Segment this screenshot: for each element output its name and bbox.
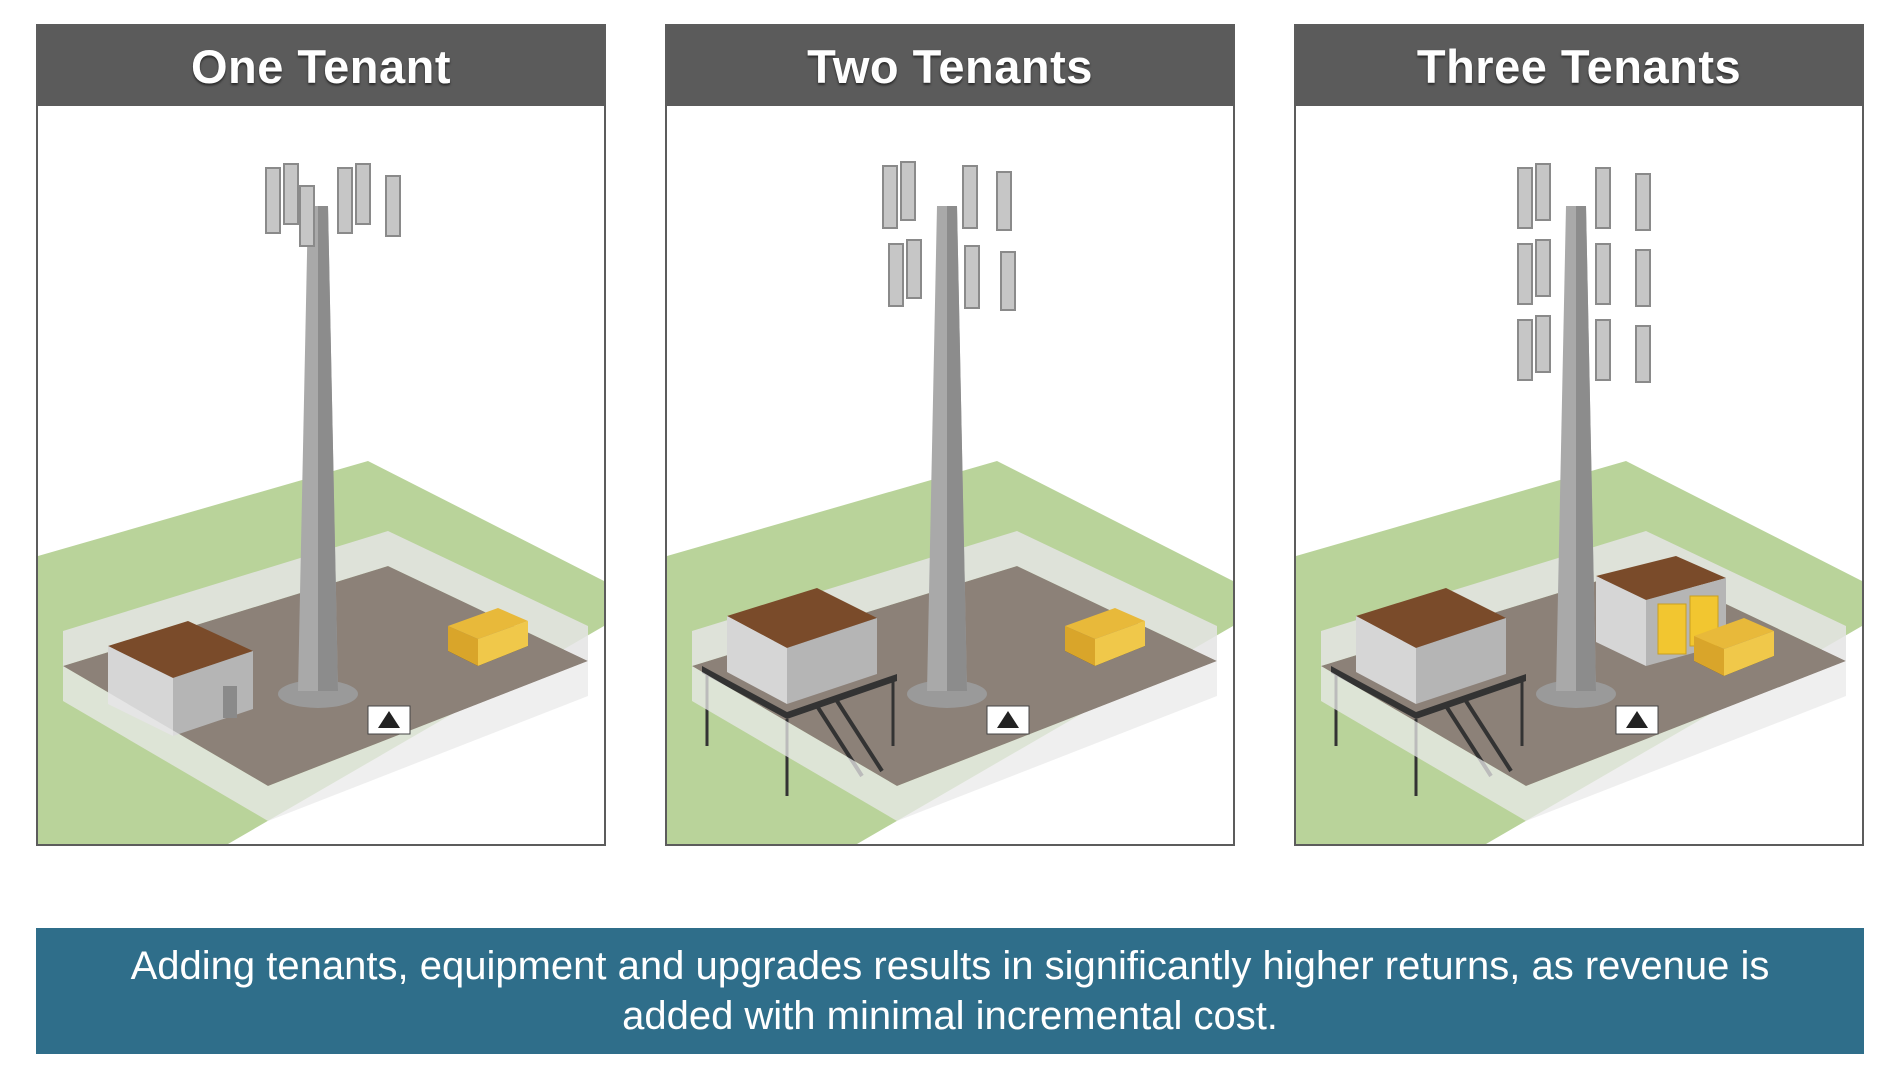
antenna-array [265,163,401,247]
equipment-shelter [108,621,253,736]
caption-banner: Adding tenants, equipment and upgrades r… [36,928,1864,1054]
panel-three-tenants: Three Tenants [1294,24,1864,846]
antenna-array [882,161,1016,311]
panel-title: Two Tenants [667,26,1233,106]
tower-illustration [1296,106,1862,844]
antenna-array [1517,163,1651,383]
fence-front [692,661,1217,821]
fence-back [63,531,588,666]
tower-illustration [38,106,604,844]
panel-one-tenant: One Tenant [36,24,606,846]
panel-title: Three Tenants [1296,26,1862,106]
generator [1065,608,1145,666]
equipment-shelter-elevated [702,588,897,796]
tower-illustration [667,106,1233,844]
fence-front [1321,661,1846,821]
panel-two-tenants: Two Tenants [665,24,1235,846]
fence-back [692,531,1217,666]
fence-front [63,661,588,821]
generator [448,608,528,666]
caption-text: Adding tenants, equipment and upgrades r… [130,944,1770,1038]
fence-back [1321,531,1846,666]
generator [1694,618,1774,676]
panel-title: One Tenant [38,26,604,106]
